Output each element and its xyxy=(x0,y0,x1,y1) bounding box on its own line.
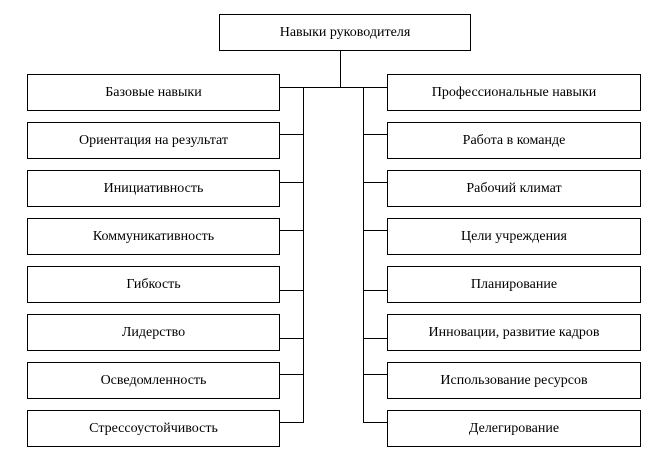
left-item-node: Гибкость xyxy=(27,266,280,303)
right-branch-connector xyxy=(363,421,388,423)
left-branch-connector xyxy=(279,289,304,291)
right-item-label: Инновации, развитие кадров xyxy=(428,324,600,340)
left-item-label: Лидерство xyxy=(121,324,186,340)
right-item-label: Цели учреждения xyxy=(461,228,567,244)
left-item-node: Осведомленность xyxy=(27,362,280,399)
right-branch-connector xyxy=(363,133,388,135)
right-item-node: Использование ресурсов xyxy=(387,362,641,399)
right-item-node: Инновации, развитие кадров xyxy=(387,314,641,351)
right-item-label: Планирование xyxy=(470,276,558,292)
left-item-label: Ориентация на результат xyxy=(78,132,229,148)
left-branch-connector xyxy=(279,421,304,423)
top-crossbar xyxy=(279,86,387,88)
root-stem xyxy=(339,50,341,87)
right-branch-connector xyxy=(363,181,388,183)
right-spine xyxy=(362,86,364,423)
left-item-label: Инициативность xyxy=(103,180,204,196)
right-item-node: Цели учреждения xyxy=(387,218,641,255)
right-item-label: Работа в команде xyxy=(462,132,566,148)
right-item-label: Делегирование xyxy=(468,420,560,436)
left-header-node: Базовые навыки xyxy=(27,74,280,111)
left-branch-connector xyxy=(279,181,304,183)
left-item-label: Стрессоустойчивость xyxy=(89,420,218,436)
root-node: Навыки руководителя xyxy=(219,14,471,51)
left-item-node: Коммуникативность xyxy=(27,218,280,255)
left-item-node: Стрессоустойчивость xyxy=(27,410,280,447)
right-branch-connector xyxy=(363,373,388,375)
left-branch-connector xyxy=(279,337,304,339)
right-item-label: Рабочий климат xyxy=(466,180,562,196)
left-branch-connector xyxy=(279,133,304,135)
right-item-node: Делегирование xyxy=(387,410,641,447)
right-item-node: Работа в команде xyxy=(387,122,641,159)
left-spine xyxy=(302,86,304,423)
right-branch-connector xyxy=(363,337,388,339)
right-item-node: Рабочий климат xyxy=(387,170,641,207)
left-item-node: Лидерство xyxy=(27,314,280,351)
right-item-label: Использование ресурсов xyxy=(440,372,588,388)
right-header-label: Профессиональные навыки xyxy=(431,84,597,100)
right-item-node: Планирование xyxy=(387,266,641,303)
right-branch-connector xyxy=(363,289,388,291)
right-header-node: Профессиональные навыки xyxy=(387,74,641,111)
left-item-label: Осведомленность xyxy=(100,372,207,388)
left-item-label: Гибкость xyxy=(126,276,181,292)
left-item-node: Ориентация на результат xyxy=(27,122,280,159)
left-branch-connector xyxy=(279,229,304,231)
left-branch-connector xyxy=(279,373,304,375)
left-header-label: Базовые навыки xyxy=(105,84,202,100)
left-item-label: Коммуникативность xyxy=(92,228,215,244)
root-label: Навыки руководителя xyxy=(279,24,411,40)
left-item-node: Инициативность xyxy=(27,170,280,207)
right-branch-connector xyxy=(363,229,388,231)
